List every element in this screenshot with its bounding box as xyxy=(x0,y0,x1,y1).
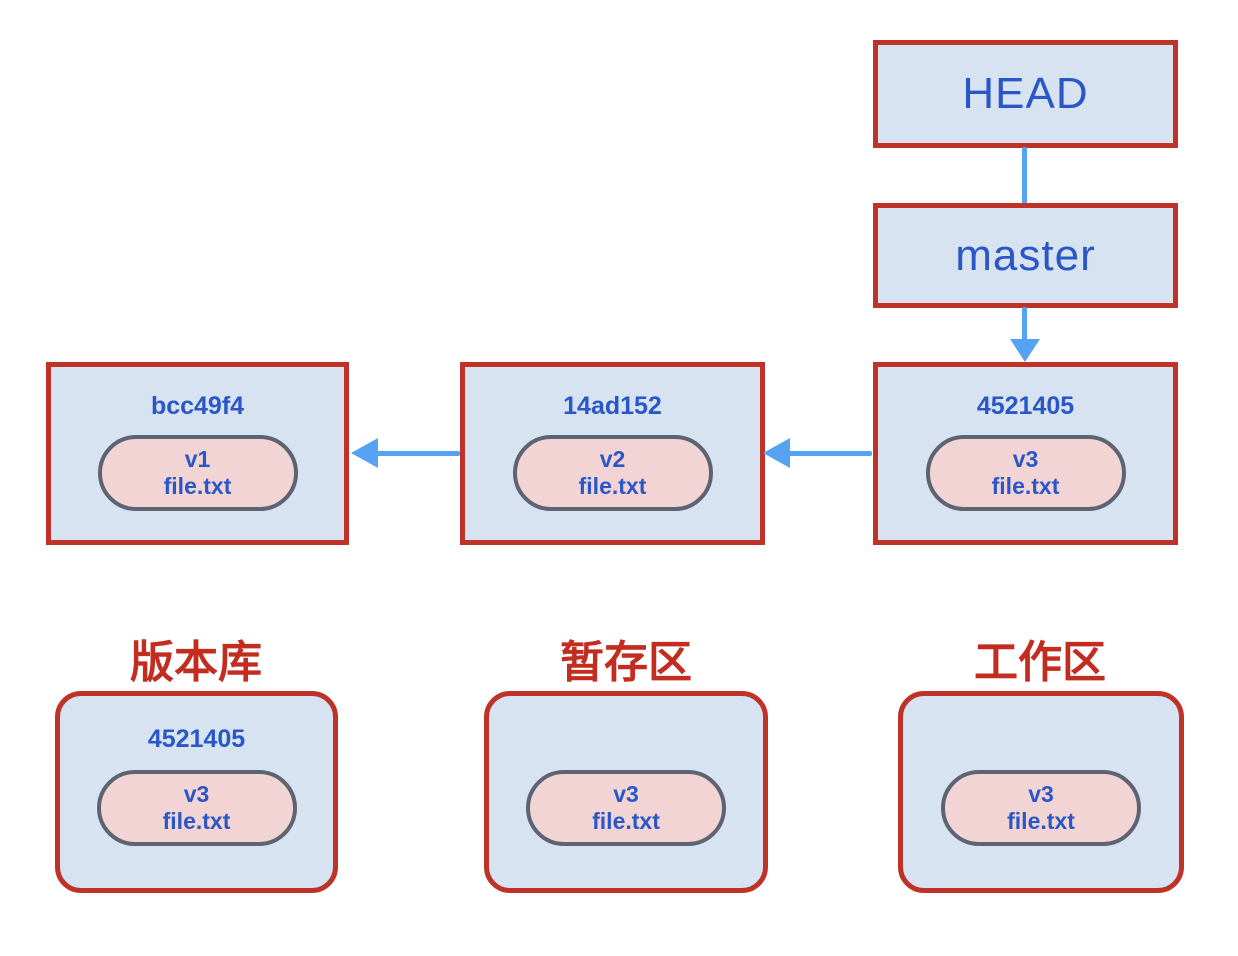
commit-hash: 4521405 xyxy=(976,392,1075,420)
version-label: v1 xyxy=(184,445,211,472)
commit-box-bcc49f4: bcc49f4 v1 file.txt xyxy=(46,362,349,545)
filename-label: file.txt xyxy=(1007,808,1075,834)
file-version-pill: v3 file.txt xyxy=(526,770,726,846)
working-area-label: 工作区 xyxy=(974,638,1106,687)
working-area-box: v3 file.txt xyxy=(898,691,1184,893)
master-pointer-box: master xyxy=(873,203,1178,308)
file-version-pill: v3 file.txt xyxy=(925,435,1126,511)
staging-area-box: v3 file.txt xyxy=(484,691,768,893)
head-to-master-connector-line xyxy=(1022,147,1027,204)
filename-label: file.txt xyxy=(578,473,647,499)
repository-area-box: 4521405 v3 file.txt xyxy=(55,691,338,893)
version-label: v3 xyxy=(613,780,639,807)
version-label: v3 xyxy=(183,780,210,807)
arrow-left-line xyxy=(786,451,872,456)
file-version-pill: v2 file.txt xyxy=(512,435,713,511)
filename-label: file.txt xyxy=(162,808,231,834)
commit-hash: 14ad152 xyxy=(563,392,662,420)
head-pointer-box: HEAD xyxy=(873,40,1178,148)
file-version-pill: v3 file.txt xyxy=(96,770,297,846)
commit-box-14ad152: 14ad152 v2 file.txt xyxy=(460,362,765,545)
arrow-down-head xyxy=(1010,339,1040,362)
file-version-pill: v3 file.txt xyxy=(941,770,1141,846)
arrow-left-head xyxy=(763,438,790,468)
filename-label: file.txt xyxy=(592,808,660,834)
version-label: v3 xyxy=(1012,445,1039,472)
file-version-pill: v1 file.txt xyxy=(97,435,298,511)
version-label: v3 xyxy=(1028,780,1054,807)
arrow-left-head xyxy=(351,438,378,468)
commit-box-4521405: 4521405 v3 file.txt xyxy=(873,362,1178,545)
staging-area-label: 暂存区 xyxy=(560,638,692,687)
filename-label: file.txt xyxy=(163,473,232,499)
filename-label: file.txt xyxy=(991,473,1060,499)
arrow-left-line xyxy=(374,451,460,456)
master-label: master xyxy=(955,230,1096,280)
commit-hash: bcc49f4 xyxy=(150,392,245,420)
area-commit-hash: 4521405 xyxy=(147,725,246,753)
version-label: v2 xyxy=(599,445,626,472)
repository-area-label: 版本库 xyxy=(130,638,262,687)
arrow-down-line xyxy=(1022,307,1027,343)
head-label: HEAD xyxy=(962,69,1089,118)
